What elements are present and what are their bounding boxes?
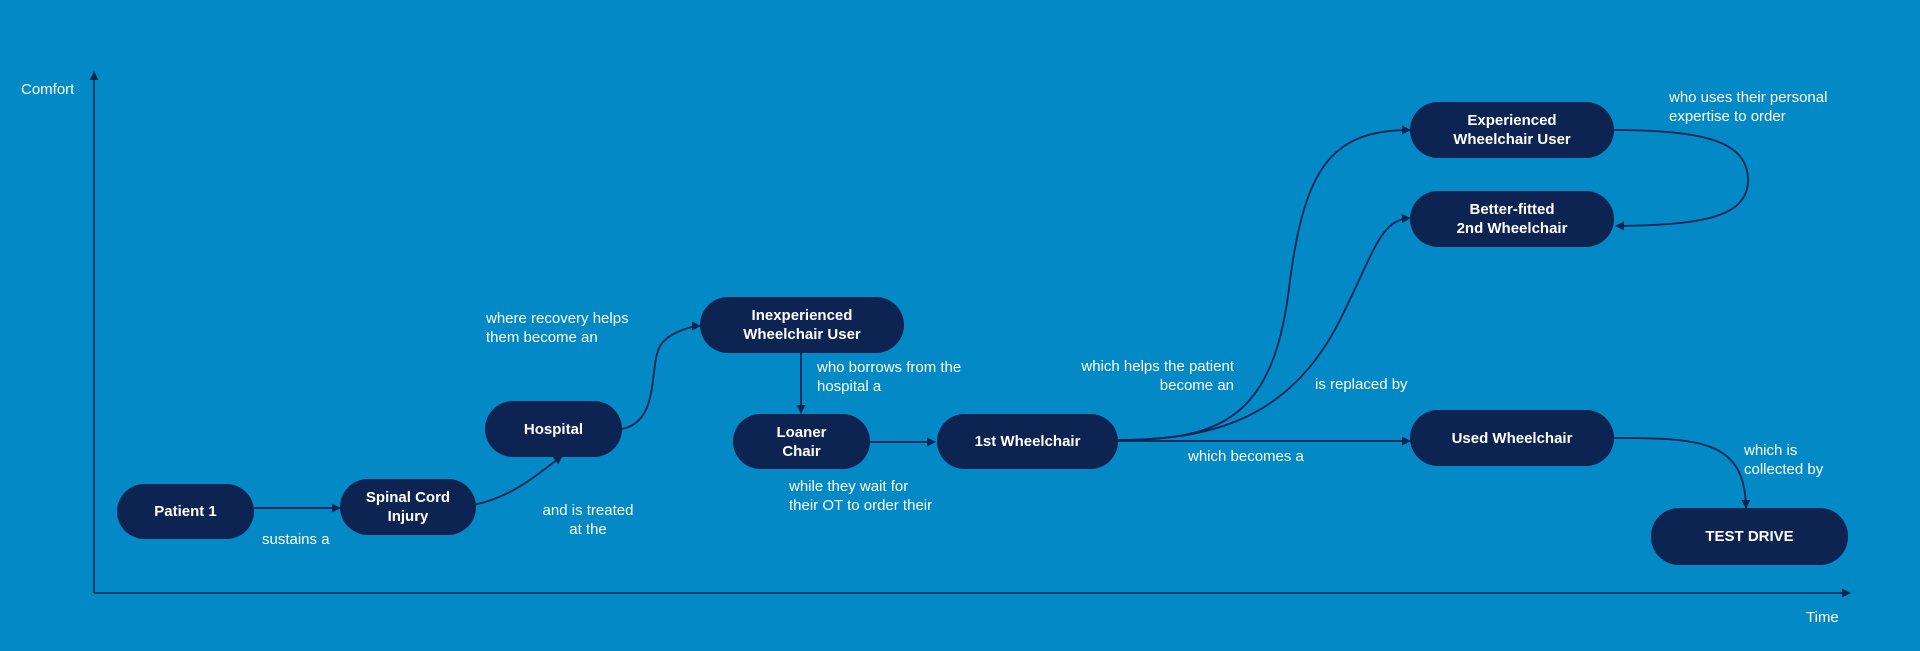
label-expertise: who uses their personal expertise to ord… bbox=[1669, 89, 1828, 125]
label-replaced: is replaced by bbox=[1315, 376, 1408, 393]
label-borrows: who borrows from the hospital a bbox=[817, 359, 962, 395]
node-first-wheelchair: 1st Wheelchair bbox=[937, 414, 1118, 469]
edge-first-to-better-fitted bbox=[1117, 214, 1411, 441]
node-test-drive: TEST DRIVE bbox=[1651, 508, 1848, 565]
node-spinal-cord-injury: Spinal Cord Injury bbox=[340, 479, 476, 535]
node-loaner-chair: Loaner Chair bbox=[733, 414, 870, 469]
edge-experienced-to-better-fitted bbox=[1613, 129, 1749, 231]
edge-hospital-to-inexperienced bbox=[621, 321, 701, 430]
x-axis-label: Time bbox=[1806, 609, 1839, 626]
node-patient: Patient 1 bbox=[117, 484, 254, 539]
label-recovery: where recovery helps them become an bbox=[486, 310, 629, 346]
edge-used-to-test-drive bbox=[1613, 437, 1751, 509]
node-used-wheelchair: Used Wheelchair bbox=[1410, 410, 1614, 466]
label-sustains: sustains a bbox=[262, 531, 330, 548]
label-collected: which is collected by bbox=[1744, 442, 1824, 478]
node-better-fitted: Better-fitted 2nd Wheelchair bbox=[1410, 191, 1614, 247]
label-waits: while they wait for their OT to order th… bbox=[789, 478, 933, 514]
label-becomes: which becomes a bbox=[1188, 448, 1304, 465]
label-treated: and is treated at the bbox=[542, 502, 634, 538]
node-hospital: Hospital bbox=[485, 401, 622, 457]
y-axis-label: Comfort bbox=[21, 81, 75, 98]
node-experienced-user: Experienced Wheelchair User bbox=[1410, 102, 1614, 158]
node-inexperienced-user: Inexperienced Wheelchair User bbox=[700, 297, 904, 353]
label-helps: which helps the patient become an bbox=[1081, 358, 1234, 394]
